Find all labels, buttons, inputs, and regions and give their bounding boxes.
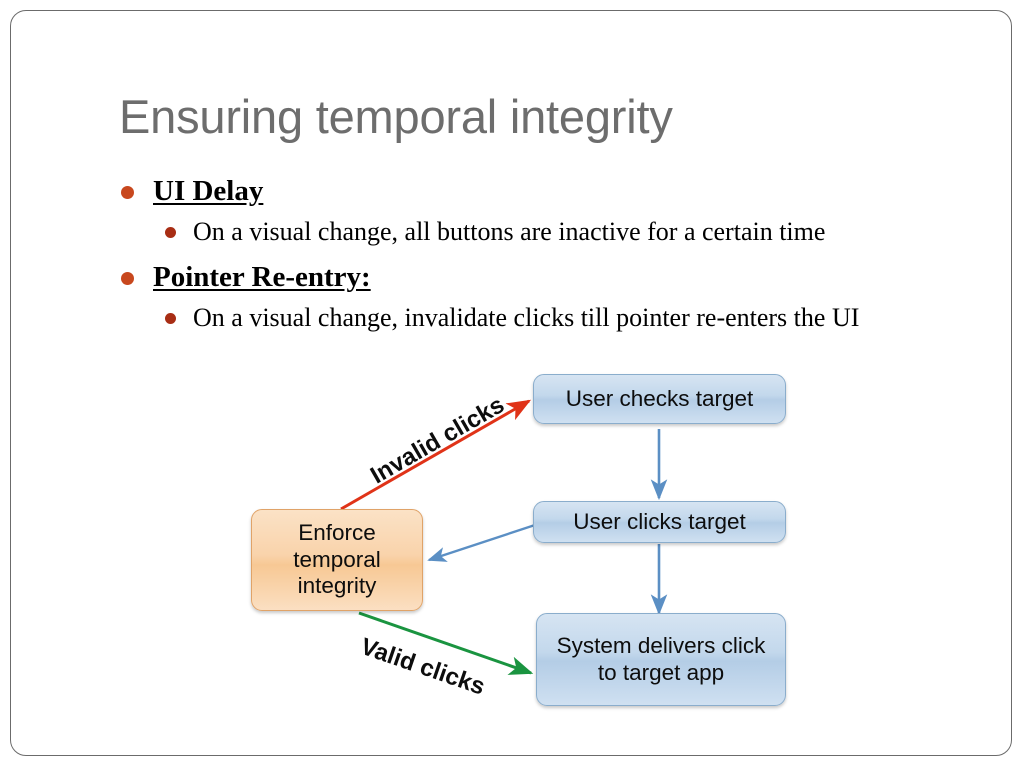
slide-frame: Ensuring temporal integrity UI Delay On … <box>10 10 1012 756</box>
bullet-list: UI Delay On a visual change, all buttons… <box>115 173 995 345</box>
bullet-marker-icon <box>121 272 134 285</box>
bullet-text: Pointer Re-entry: <box>153 261 371 293</box>
node-label: System delivers click to target app <box>556 632 766 685</box>
bullet-text: UI Delay <box>153 175 264 207</box>
node-enforce-temporal-integrity[interactable]: Enforce temporal integrity <box>251 509 423 611</box>
sub-bullet-marker-icon <box>165 313 176 324</box>
node-label: User clicks target <box>573 508 746 534</box>
node-user-checks-target[interactable]: User checks target <box>533 374 786 424</box>
bullet-marker-icon <box>121 186 134 199</box>
bullet-text: On a visual change, invalidate clicks ti… <box>193 303 860 332</box>
node-user-clicks-target[interactable]: User clicks target <box>533 501 786 543</box>
bullet-text: On a visual change, all buttons are inac… <box>193 217 826 246</box>
node-label: Enforce temporal integrity <box>293 520 381 599</box>
edge-invalid-clicks <box>340 399 532 511</box>
page-title: Ensuring temporal integrity <box>119 90 673 143</box>
edge-valid-clicks <box>358 611 534 675</box>
node-system-delivers-click[interactable]: System delivers click to target app <box>536 613 786 706</box>
node-label: User checks target <box>565 385 754 411</box>
bullet-item-pointer-re-entry-detail: On a visual change, invalidate clicks ti… <box>115 301 995 335</box>
bullet-item-ui-delay-detail: On a visual change, all buttons are inac… <box>115 215 995 249</box>
edge-clicks-to-enforce <box>427 523 536 562</box>
edge-label-valid-clicks: Valid clicks <box>357 633 489 701</box>
bullet-item-ui-delay: UI Delay <box>115 173 995 211</box>
edge-label-invalid-clicks: Invalid clicks <box>366 391 509 490</box>
sub-bullet-marker-icon <box>165 227 176 238</box>
bullet-item-pointer-re-entry: Pointer Re-entry: <box>115 259 995 297</box>
